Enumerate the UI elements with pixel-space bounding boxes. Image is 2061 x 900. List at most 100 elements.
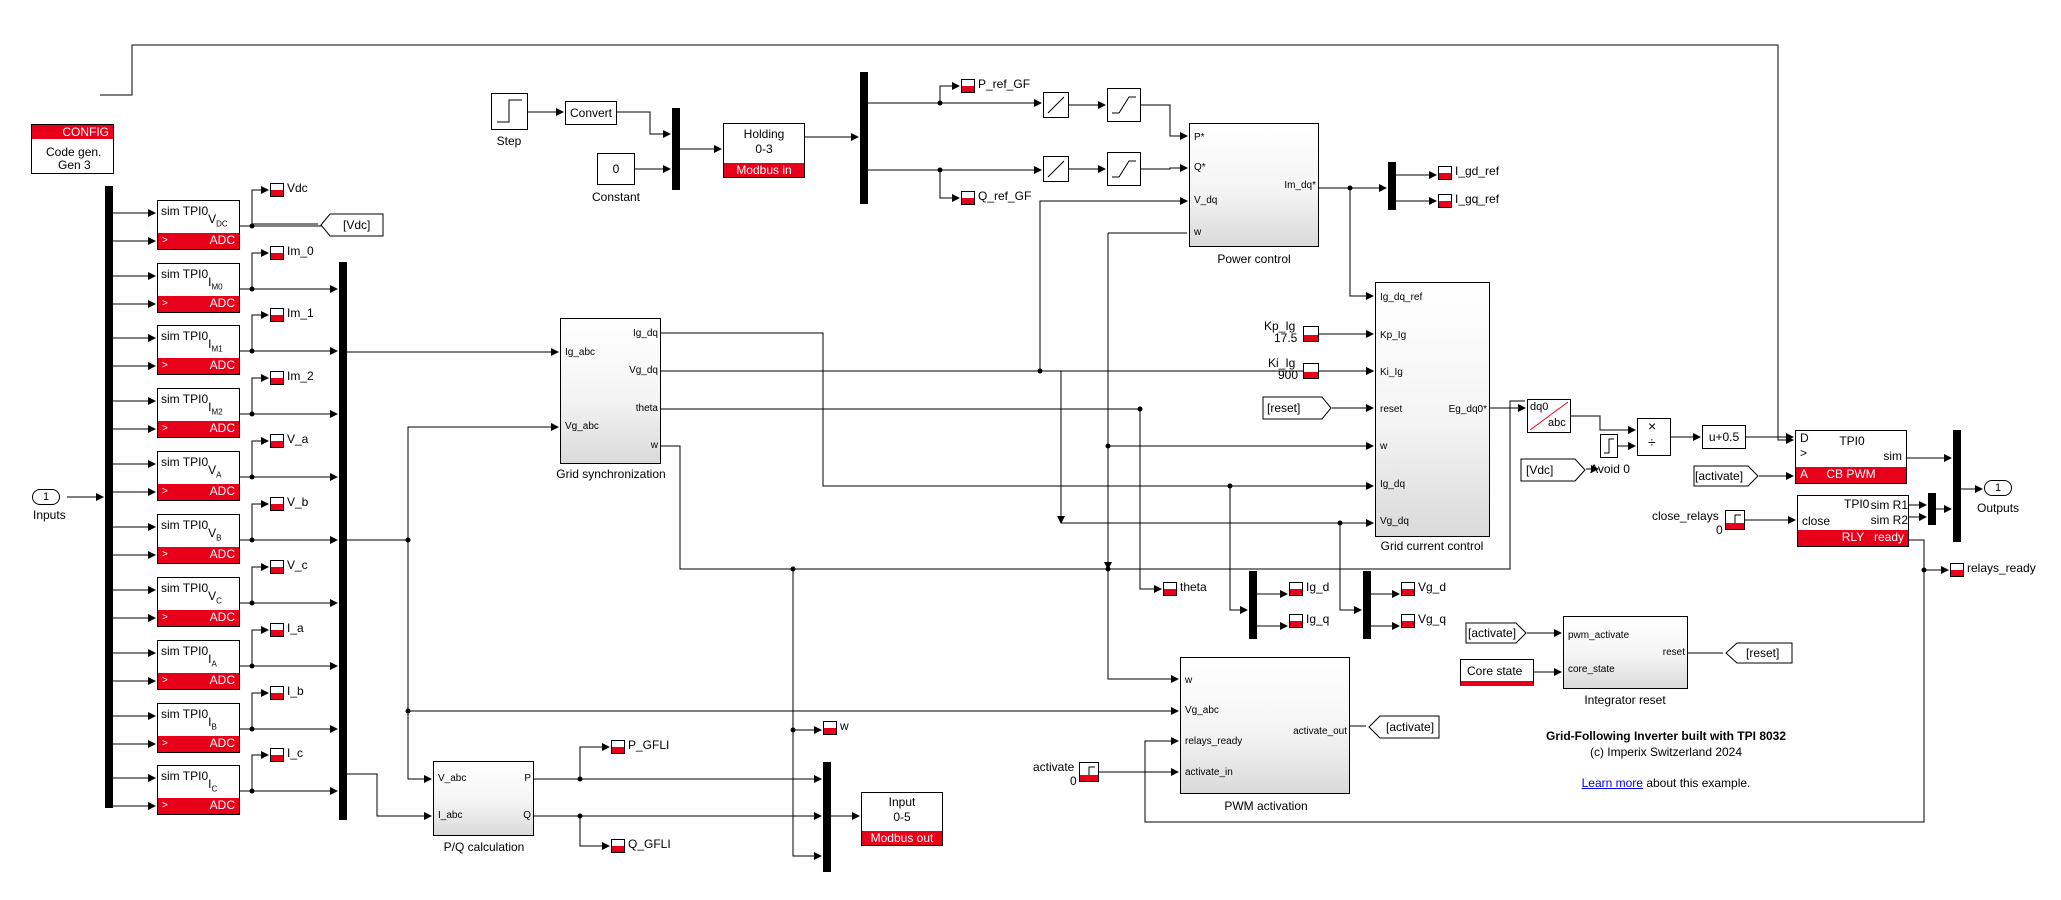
adc-title: sim TPI0VA <box>161 455 221 479</box>
step-block[interactable] <box>491 93 528 130</box>
activate-from-tag[interactable] <box>1693 465 1759 487</box>
power-control-block[interactable]: P* Q* V_dq w Im_dq* <box>1189 123 1319 247</box>
offset-block[interactable]: u+0.5 <box>1702 425 1746 449</box>
activate-from-tag-2[interactable] <box>1465 622 1527 644</box>
activate-constant[interactable] <box>1079 762 1099 782</box>
step-icon <box>1726 514 1744 529</box>
avoid0-block[interactable] <box>1600 434 1618 458</box>
dq0-abc-transform[interactable]: dq0 abc <box>1527 399 1571 433</box>
adc-clock-port: > <box>162 235 168 246</box>
relays-ready-scope[interactable] <box>1950 563 1964 577</box>
config-header: CONFIG <box>32 125 113 139</box>
learn-more-link[interactable]: Learn more <box>1581 776 1643 790</box>
q-gfli-scope[interactable] <box>611 839 625 853</box>
vg-q-scope[interactable] <box>1401 614 1415 628</box>
adc-scope[interactable] <box>270 434 284 448</box>
pa-in-activate: activate_in <box>1185 767 1233 778</box>
ig-q-scope[interactable] <box>1289 614 1303 628</box>
divide-block[interactable]: × ÷ <box>1637 418 1671 456</box>
saturation-icon <box>1604 438 1614 454</box>
p-gfli-scope-label: P_GFLI <box>628 738 670 752</box>
adc-scope[interactable] <box>270 623 284 637</box>
pq-calculation-block[interactable]: V_abc I_abc P Q <box>433 761 534 836</box>
p-gfli-scope[interactable] <box>611 740 625 754</box>
saturation-icon <box>1112 96 1136 114</box>
ir-in-pwm-activate: pwm_activate <box>1568 630 1630 641</box>
adc-scope[interactable] <box>270 183 284 197</box>
i-gd-ref-scope[interactable] <box>1438 166 1452 180</box>
ig-demux-bar <box>1249 571 1257 639</box>
ig-d-scope[interactable] <box>1289 582 1303 596</box>
adc-prefix: sim TPI0 <box>161 204 209 218</box>
power-control-in-w: w <box>1194 227 1202 238</box>
adc-symbol: I <box>208 275 212 289</box>
caption-link-line: Learn more about this example. <box>1582 776 1751 790</box>
adc-subscript: B <box>216 533 222 543</box>
holding-footer: Modbus in <box>724 163 804 177</box>
config-block[interactable]: CONFIG Code gen. Gen 3 <box>31 124 114 174</box>
pwm-title: TPI0 <box>1839 434 1865 448</box>
grid-current-control-block[interactable]: Ig_dq_ref Kp_Ig Ki_Ig reset w Ig_dq Vg_d… <box>1375 282 1490 537</box>
adc-scope-label: Im_0 <box>287 244 314 258</box>
rate-limiter-q[interactable] <box>1043 156 1069 182</box>
ki-constant-block[interactable] <box>1303 363 1319 379</box>
pwm-port-d: D <box>1800 431 1809 445</box>
outputs-label: Outputs <box>1977 501 2020 515</box>
close-relays-constant[interactable] <box>1725 510 1745 530</box>
constant-block[interactable]: 0 <box>597 153 635 185</box>
vg-d-scope[interactable] <box>1401 582 1415 596</box>
saturation-p[interactable] <box>1107 88 1141 122</box>
activate-goto-tag[interactable] <box>1368 715 1440 739</box>
step-icon <box>497 99 522 123</box>
outputs-port[interactable]: 1 <box>1984 480 2012 496</box>
integrator-reset-block[interactable]: pwm_activate core_state reset <box>1563 616 1688 689</box>
i-gq-ref-scope[interactable] <box>1438 194 1452 208</box>
vdc-goto-tag[interactable] <box>320 213 384 237</box>
reset-from-tag[interactable] <box>1262 396 1332 420</box>
adc-scope[interactable] <box>270 686 284 700</box>
pwm-activation-block[interactable]: w Vg_abc relays_ready activate_in activa… <box>1180 657 1350 794</box>
p-ref-scope[interactable] <box>961 79 975 93</box>
input-modbus-block[interactable]: Input 0-5 Modbus out <box>861 792 943 846</box>
adc-scope[interactable] <box>270 497 284 511</box>
kp-constant-block[interactable] <box>1303 326 1319 342</box>
adc-scope[interactable] <box>270 246 284 260</box>
adc-subscript: C <box>216 596 222 606</box>
cb-pwm-block[interactable]: D > TPI0 sim A CB PWM <box>1795 430 1907 484</box>
saturation-icon <box>1112 160 1136 178</box>
grid-sync-block[interactable]: Ig_abc Vg_abc Ig_dq Vg_dq theta w <box>560 318 661 464</box>
holding-modbus-block[interactable]: Holding 0-3 Modbus in <box>723 123 805 178</box>
rly-footer: RLY ready <box>1798 530 1908 546</box>
adc-scope[interactable] <box>270 748 284 762</box>
rly-block[interactable]: TPI0 close sim R1 sim R2 RLY ready <box>1797 495 1909 547</box>
reset-goto-tag[interactable] <box>1725 642 1793 664</box>
core-state-block[interactable]: Core state <box>1460 659 1534 686</box>
adc-footer: ADC <box>158 233 239 249</box>
power-control-out: Im_dq* <box>1284 180 1316 191</box>
core-state-label: Core state <box>1467 664 1523 678</box>
adc-scope[interactable] <box>270 371 284 385</box>
adc-scope[interactable] <box>270 308 284 322</box>
w-scope[interactable] <box>823 721 837 735</box>
inputs-port[interactable]: 1 <box>32 489 60 505</box>
saturation-q[interactable] <box>1107 152 1141 186</box>
dq0-label: dq0 <box>1530 401 1549 413</box>
convert-block[interactable]: Convert <box>565 101 617 125</box>
rate-limiter-p[interactable] <box>1043 92 1069 118</box>
theta-scope[interactable] <box>1163 582 1177 596</box>
adc-scope[interactable] <box>270 560 284 574</box>
vdc-from-tag[interactable] <box>1520 458 1586 482</box>
q-ref-scope[interactable] <box>961 191 975 205</box>
adc-title: sim TPI0IB <box>161 707 217 731</box>
power-control-in-qstar: Q* <box>1194 162 1206 173</box>
